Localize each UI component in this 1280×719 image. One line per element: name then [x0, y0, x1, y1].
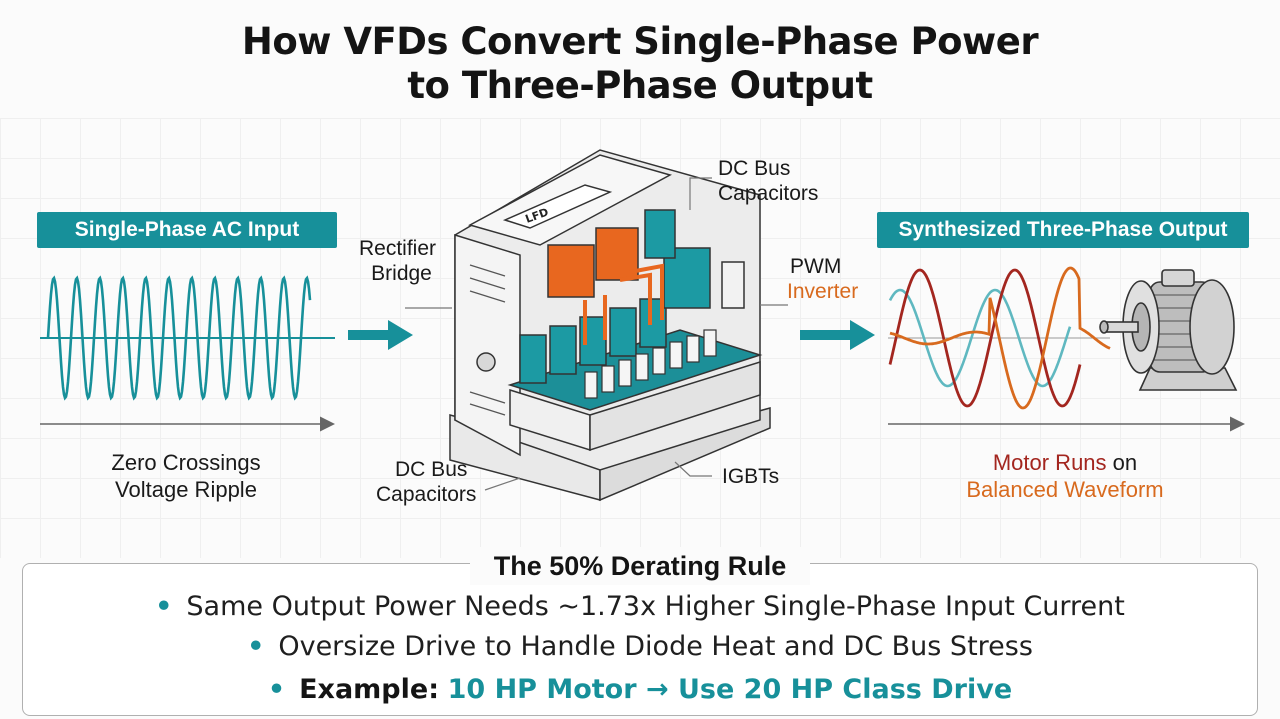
label-dc-bus-top-line1: DC Bus: [718, 157, 791, 180]
input-badge: Single-Phase AC Input: [37, 212, 337, 248]
rule-bullet-1-text: Same Output Power Needs ~1.73x Higher Si…: [186, 591, 1125, 622]
page-title-line1: How VFDs Convert Single-Phase Power: [241, 20, 1039, 63]
label-igbts: IGBTs: [722, 465, 780, 488]
derating-rule-title: The 50% Derating Rule: [470, 547, 810, 585]
input-flow-arrow: [348, 320, 413, 350]
output-caption-line2: Balanced Waveform: [966, 477, 1164, 502]
label-rectifier-line1: Rectifier: [359, 237, 437, 260]
output-caption-motor-runs: Motor Runs: [992, 450, 1107, 475]
label-dc-bus-bottom: DC Bus Capacitors: [376, 457, 476, 507]
vfd-device-illustration: [449, 149, 771, 502]
output-flow-arrow: [800, 320, 875, 350]
rule-bullet-2: • Oversize Drive to Handle Diode Heat and…: [0, 630, 1280, 664]
leader-lines: [405, 177, 788, 491]
input-caption-line1: Zero Crossings: [111, 450, 261, 475]
label-pwm-inverter: PWM Inverter: [787, 254, 859, 304]
output-waveforms: [888, 266, 1111, 410]
label-dc-bus-top: DC Bus Capacitors: [718, 156, 818, 206]
bullet-dot-icon: •: [247, 631, 265, 662]
label-dc-bus-top-line2: Capacitors: [718, 182, 819, 205]
label-pwm-line1: PWM: [790, 255, 842, 278]
label-dc-bus-bottom-line1: DC Bus: [395, 458, 468, 481]
bullet-dot-icon: •: [155, 591, 173, 622]
rule-bullet-1: • Same Output Power Needs ~1.73x Higher S…: [0, 590, 1280, 624]
label-rectifier-line2: Bridge: [371, 262, 432, 285]
input-caption: Zero Crossings Voltage Ripple: [86, 449, 286, 503]
rule-bullet-2-text: Oversize Drive to Handle Diode Heat and …: [278, 631, 1033, 662]
output-caption-on: on: [1112, 450, 1138, 475]
output-badge: Synthesized Three-Phase Output: [877, 212, 1249, 248]
bullet-dot-icon: •: [267, 674, 286, 705]
output-caption: Motor Runs on Balanced Waveform: [935, 449, 1195, 503]
label-pwm-line2: Inverter: [787, 280, 859, 303]
rule-bullet-3: • Example: 10 HP Motor → Use 20 HP Class …: [0, 673, 1280, 707]
motor-illustration: [1099, 269, 1238, 391]
input-caption-line2: Voltage Ripple: [115, 477, 257, 502]
input-waveform: [40, 275, 335, 401]
rule-example-label: Example:: [299, 674, 439, 705]
label-rectifier-bridge: Rectifier Bridge: [359, 236, 436, 286]
label-dc-bus-bottom-line2: Capacitors: [376, 483, 477, 506]
rule-example-value: 10 HP Motor → Use 20 HP Class Drive: [447, 674, 1013, 705]
output-caption-line1: Motor Runs on: [935, 449, 1195, 476]
page-title-line2: to Three-Phase Output: [407, 64, 873, 107]
